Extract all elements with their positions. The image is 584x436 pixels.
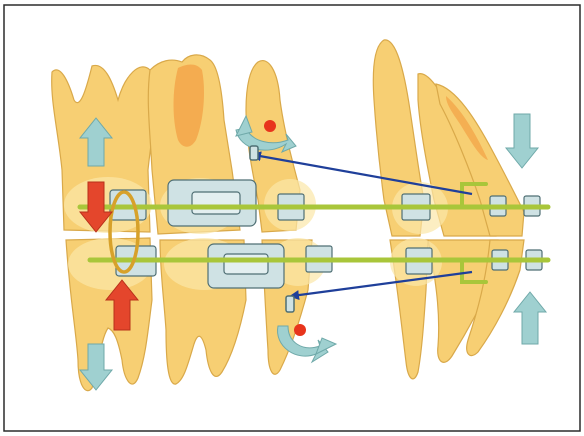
rotation-center-dot [294, 324, 306, 336]
molar-tube-lower [224, 254, 268, 274]
rotation-center-dot [264, 120, 276, 132]
hook-upper [250, 146, 258, 160]
molar-tube-upper [192, 192, 240, 214]
hook-lower [286, 296, 294, 312]
